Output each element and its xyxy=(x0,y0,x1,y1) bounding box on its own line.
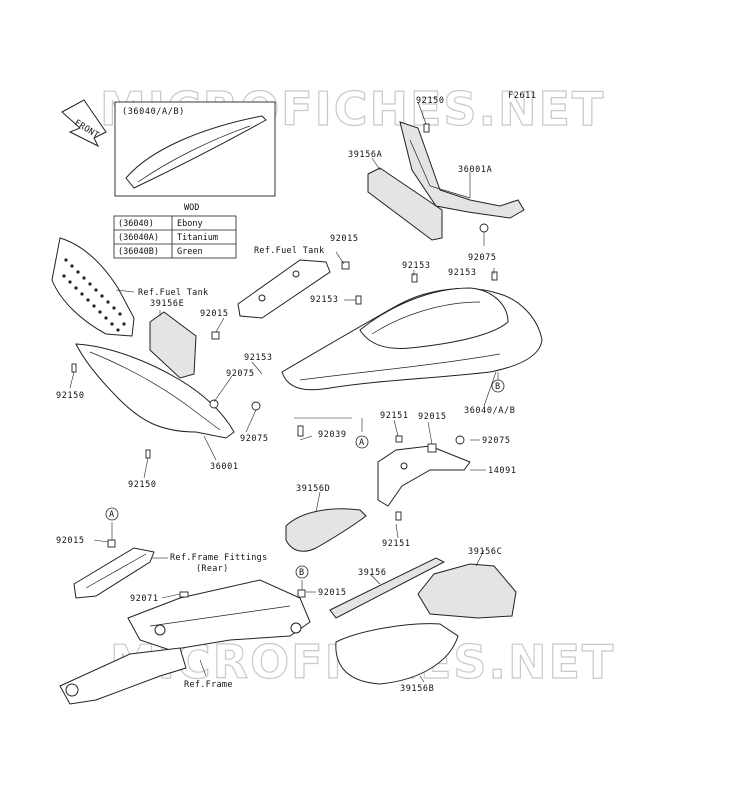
part-label: 92075 xyxy=(226,369,255,379)
callout-b-icon: B xyxy=(295,565,309,579)
rear-frame-shape xyxy=(59,579,311,705)
part-label: 39156A xyxy=(348,150,382,160)
part-39156a-shape xyxy=(367,167,443,241)
fuel-tank-bracket-shape xyxy=(237,259,331,319)
ref-frame-fittings-sub: (Rear) xyxy=(196,564,229,574)
table-row-color: Green xyxy=(177,247,203,257)
mesh-cover-shape xyxy=(51,237,135,337)
part-label: 92015 xyxy=(200,309,229,319)
part-39156-shape xyxy=(329,557,446,619)
part-label: 39156C xyxy=(468,547,502,557)
figure-code: F2611 xyxy=(508,91,537,101)
callout-a-icon: A xyxy=(355,435,369,449)
table-row-part: (36040A) xyxy=(118,233,159,243)
front-arrow-icon: FRONT xyxy=(61,99,107,148)
part-label: 92151 xyxy=(380,411,409,421)
part-label: 92153 xyxy=(402,261,431,271)
ref-frame: Ref.Frame xyxy=(184,680,233,690)
part-36001a-shape xyxy=(399,121,525,219)
ref-frame-fittings: Ref.Frame Fittings xyxy=(170,553,268,563)
table-row-color: Titanium xyxy=(177,233,218,243)
leader-lines xyxy=(69,101,499,683)
part-label: 92015 xyxy=(330,234,359,244)
part-label: 92071 xyxy=(130,594,159,604)
part-36040-shape xyxy=(281,287,543,391)
part-39156c-shape xyxy=(417,563,517,619)
inset-cover-shape xyxy=(125,115,267,189)
part-label: 92153 xyxy=(310,295,339,305)
part-label: 39156 xyxy=(358,568,387,578)
part-label: 92075 xyxy=(468,253,497,263)
part-label: 92150 xyxy=(128,480,157,490)
part-label: 39156B xyxy=(400,684,434,694)
part-label: 14091 xyxy=(488,466,517,476)
table-row-part: (36040B) xyxy=(118,247,159,257)
part-label: 92075 xyxy=(240,434,269,444)
part-label: 92151 xyxy=(382,539,411,549)
part-label: 92015 xyxy=(318,588,347,598)
table-row-part: (36040) xyxy=(118,219,154,229)
part-label: 92150 xyxy=(56,391,85,401)
part-36001-shape xyxy=(75,343,235,439)
part-label: 36001 xyxy=(210,462,239,472)
part-label: 36001A xyxy=(458,165,492,175)
part-label: 92015 xyxy=(56,536,85,546)
part-number-labels: 92150 39156A 36001A 92015 92153 92153 92… xyxy=(56,96,517,694)
part-label: 39156D xyxy=(296,484,330,494)
part-39156b-shape xyxy=(335,623,459,685)
part-label: 92153 xyxy=(448,268,477,278)
part-label: 92039 xyxy=(318,430,347,440)
callout-a-icon: A xyxy=(105,507,119,521)
svg-text:A: A xyxy=(359,438,364,448)
color-table-header: WOD xyxy=(184,203,199,213)
part-label: 92015 xyxy=(418,412,447,422)
svg-text:A: A xyxy=(109,510,114,520)
ref-fuel-tank-upper: Ref.Fuel Tank xyxy=(254,246,324,256)
table-row-color: Ebony xyxy=(177,219,203,229)
part-label: 92153 xyxy=(244,353,273,363)
inset-panel: (36040/A/B) xyxy=(114,101,276,197)
fastener-icons xyxy=(71,123,498,598)
ref-fuel-tank-left: Ref.Fuel Tank xyxy=(138,288,208,298)
part-label: 92075 xyxy=(482,436,511,446)
part-14091-shape xyxy=(377,445,471,507)
svg-text:B: B xyxy=(495,382,500,392)
svg-text:B: B xyxy=(299,568,304,578)
part-39156e-shape xyxy=(149,311,197,379)
frame-fittings-shape xyxy=(73,547,155,599)
part-label: 92150 xyxy=(416,96,445,106)
color-table: WOD (36040) Ebony (36040A) Titanium (360… xyxy=(113,203,237,259)
part-39156d-shape xyxy=(285,508,367,552)
part-label: 39156E xyxy=(150,299,184,309)
inset-caption: (36040/A/B) xyxy=(122,107,185,117)
part-label: 36040/A/B xyxy=(464,406,515,416)
callout-b-icon: B xyxy=(491,379,505,393)
